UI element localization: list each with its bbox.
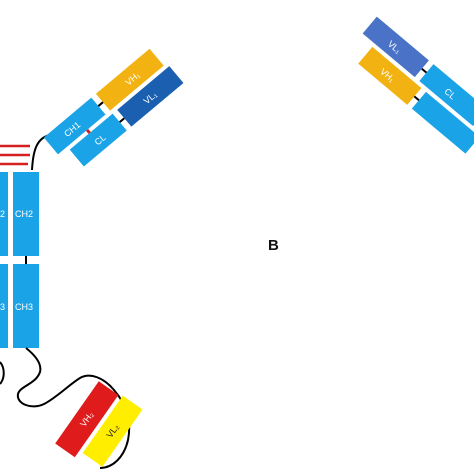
partial-linker — [0, 361, 5, 385]
vl1-domain — [117, 66, 184, 127]
ch2-label: CH2 — [15, 209, 33, 219]
vl1-domain-right — [362, 16, 429, 78]
ch2-partial-label: 2 — [0, 209, 5, 219]
vl2-domain — [82, 395, 143, 467]
domain-linker — [413, 95, 420, 102]
ch3-domain — [13, 264, 39, 348]
scfv: VH₂ VL₂ — [55, 381, 143, 467]
ch1-cl-disulfide — [85, 128, 91, 134]
scfv-linker — [16, 347, 131, 469]
cl-domain-right — [419, 64, 474, 127]
domain-linker — [119, 117, 125, 123]
panel-label: B — [268, 237, 279, 254]
cl-domain — [69, 113, 127, 167]
vh1-domain — [95, 48, 164, 111]
fab-arm-left: CH1 VH₁ CL VL₁ — [43, 48, 184, 167]
fab-arm-right: VL₁ VH₁ CL — [358, 16, 474, 154]
vh1-domain-right — [358, 46, 422, 105]
ch1-domain-right — [411, 91, 474, 154]
ch1-domain — [43, 97, 106, 155]
vh2-domain — [55, 381, 119, 458]
ch3-label: CH3 — [15, 302, 33, 312]
ch3-domain-partial — [0, 264, 8, 348]
domain-linker — [97, 101, 104, 107]
domain-linker — [421, 67, 428, 74]
ch2-domain — [13, 172, 39, 256]
ch3-partial-label: 3 — [0, 302, 5, 312]
ch2-domain-partial — [0, 172, 8, 256]
